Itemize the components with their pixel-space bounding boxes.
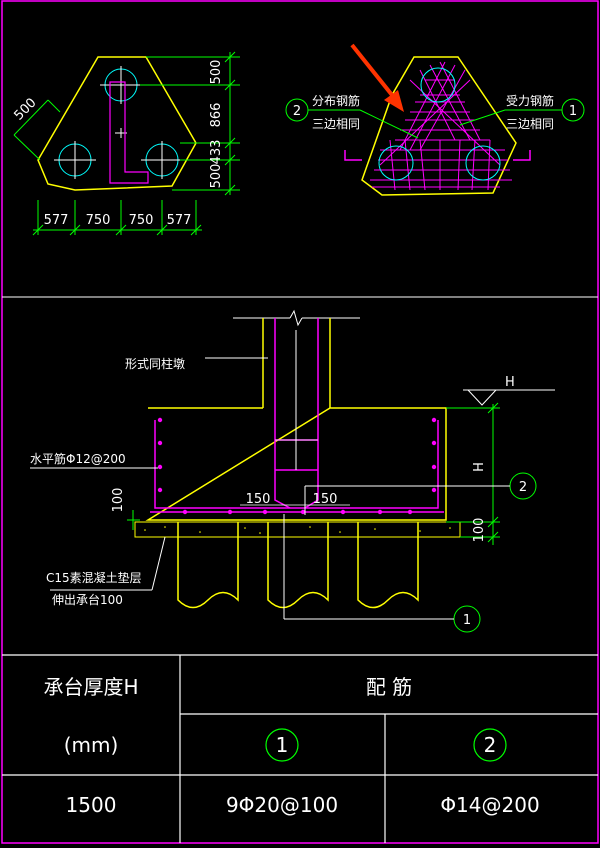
table-col-1: 1 bbox=[276, 733, 289, 757]
plan-view: 500 866 433 500 577 750 750 577 500 bbox=[11, 51, 240, 236]
dist-label-2: 三边相同 bbox=[312, 117, 360, 131]
rebar-callout-1: 1 bbox=[569, 104, 577, 119]
section-cap-outline bbox=[145, 407, 447, 521]
rebar-pile-top bbox=[420, 67, 456, 103]
level-mark: H bbox=[505, 375, 515, 390]
rebar-table: 承台厚度H (mm) 配 筋 1 2 1500 9Φ20@100 Φ14@200 bbox=[2, 654, 598, 843]
rebar-mesh bbox=[370, 61, 512, 191]
dim-right-2: 866 bbox=[209, 103, 224, 128]
annotation-arrow-head bbox=[384, 90, 404, 112]
dim-lines-bottom bbox=[32, 200, 202, 236]
section-callout-1: 1 bbox=[463, 613, 471, 628]
table-header-unit: (mm) bbox=[64, 733, 119, 757]
rebar-callout-2: 2 bbox=[293, 104, 301, 119]
dim-100-right: 100 bbox=[472, 518, 487, 543]
dim-bottom-1: 577 bbox=[44, 213, 69, 228]
horizontal-bar-label: 水平筋Φ12@200 bbox=[30, 451, 126, 466]
dim-bottom-4: 577 bbox=[167, 213, 192, 228]
column-note: 形式同柱墩 bbox=[125, 356, 185, 371]
annotation-arrow bbox=[350, 43, 398, 102]
column-outline bbox=[109, 81, 149, 184]
table-row-rebar-1: 9Φ20@100 bbox=[226, 793, 338, 817]
rebar-view: 2 分布钢筋 三边相同 1 受力钢筋 三边相同 bbox=[285, 43, 585, 196]
section-callout-2: 2 bbox=[519, 480, 527, 495]
main-label-1: 受力钢筋 bbox=[506, 93, 554, 108]
dim-bottom-2: 750 bbox=[86, 213, 111, 228]
section-bar-dots bbox=[157, 417, 437, 515]
main-label-2: 三边相同 bbox=[506, 117, 554, 131]
cushion-layer bbox=[134, 521, 461, 538]
rebar-cap-outline bbox=[361, 56, 517, 196]
cushion-label-1: C15素混凝土垫层 bbox=[46, 570, 142, 585]
cover-150-a: 150 bbox=[246, 492, 271, 507]
dim-diagonal bbox=[13, 99, 61, 161]
height-mark: H bbox=[472, 462, 487, 472]
dim-right-4: 500 bbox=[209, 164, 224, 189]
dim-100-left: 100 bbox=[111, 488, 126, 513]
table-header-thickness: 承台厚度H bbox=[43, 675, 138, 699]
rebar-pile-right bbox=[465, 145, 501, 181]
cushion-label-2: 伸出承台100 bbox=[52, 592, 123, 607]
section-view: 形式同柱墩 水平筋Φ12@200 100 150 150 H H 100 2 bbox=[30, 309, 555, 633]
cover-150-b: 150 bbox=[313, 492, 338, 507]
table-header-rebar: 配 筋 bbox=[366, 675, 412, 699]
table-row-thickness: 1500 bbox=[66, 793, 117, 817]
dim-bottom-3: 750 bbox=[129, 213, 154, 228]
dim-right-3: 433 bbox=[209, 140, 224, 165]
table-row-rebar-2: Φ14@200 bbox=[440, 793, 539, 817]
dist-label-1: 分布钢筋 bbox=[312, 93, 360, 108]
dim-right-1: 500 bbox=[209, 60, 224, 85]
section-piles bbox=[177, 522, 419, 609]
table-col-2: 2 bbox=[484, 733, 497, 757]
dim-diagonal-label: 500 bbox=[11, 95, 39, 123]
pile-cap-outline bbox=[37, 56, 197, 191]
dim-lines-right bbox=[140, 51, 240, 196]
rebar-pile-left bbox=[378, 145, 414, 181]
